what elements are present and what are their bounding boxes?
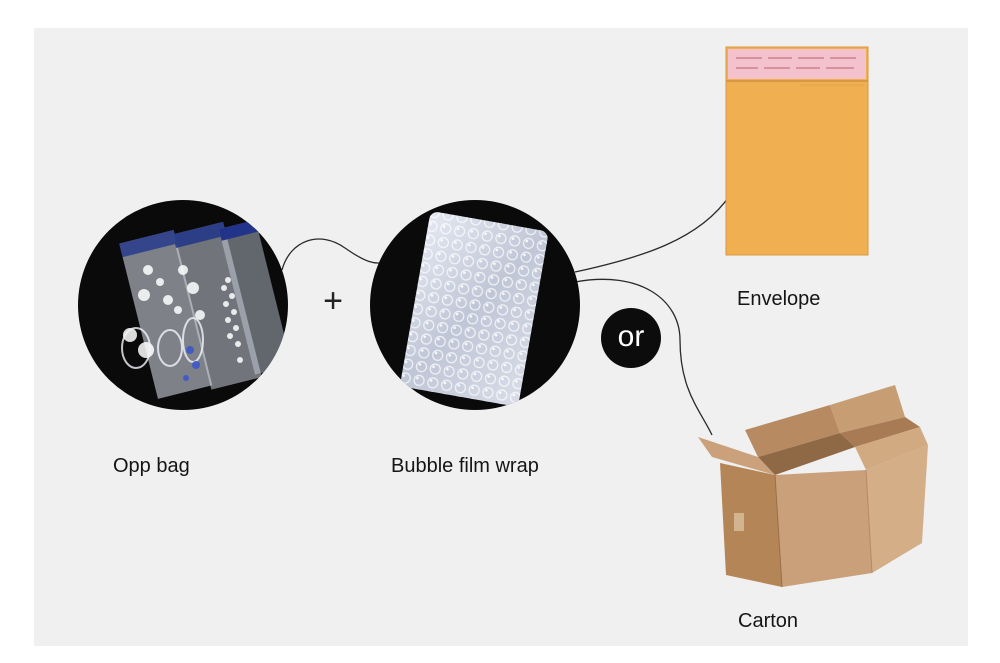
- connector-opp-to-bubble: [281, 238, 386, 271]
- carton-label: Carton: [738, 610, 799, 632]
- opp-bag-label: Opp bag: [113, 455, 190, 477]
- envelope-image: [724, 45, 870, 262]
- or-badge: or: [601, 308, 661, 368]
- opp-bag-image: [78, 200, 288, 410]
- connector-bubble-to-carton: [574, 278, 713, 436]
- bubble-film-wrap-label: Bubble film wrap: [391, 455, 539, 477]
- plus-symbol: +: [323, 282, 343, 320]
- bubble-wrap-image: [370, 200, 580, 410]
- envelope-label: Envelope: [737, 288, 821, 310]
- carton-image: [690, 375, 930, 600]
- connector-bubble-to-envelope: [574, 194, 731, 273]
